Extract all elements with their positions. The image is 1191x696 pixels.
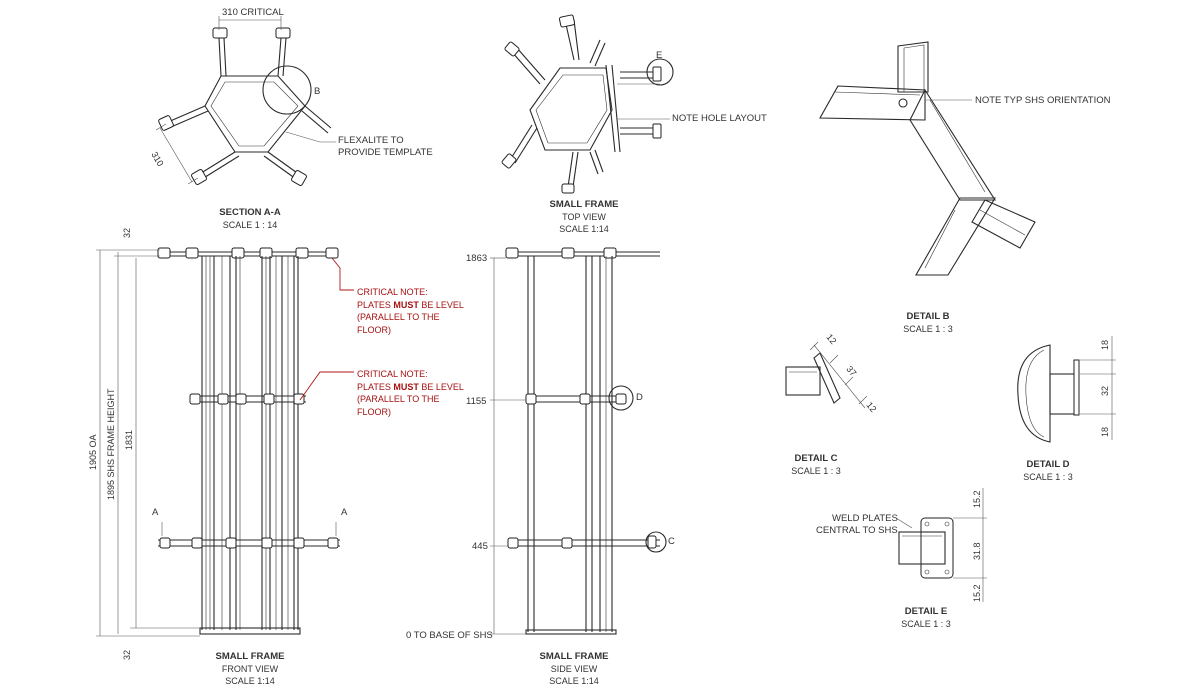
critical-note-top: CRITICAL NOTE: PLATES MUST BE LEVEL (PAR… (357, 286, 464, 336)
detail-e-tag: E (656, 50, 663, 61)
top-offset-label: 32 (122, 227, 132, 238)
front-view-subtitle: FRONT VIEW (221, 664, 279, 674)
detail-e-title: DETAIL E (904, 606, 948, 617)
detail-e-dim-mid: 31.8 (972, 542, 982, 560)
critical-dimension-label: 310 CRITICAL (222, 7, 284, 18)
top-view-scale: SCALE 1:14 (559, 224, 609, 234)
section-aa-scale: SCALE 1 : 14 (222, 220, 278, 230)
detail-b-caption: DETAIL B SCALE 1 : 3 (878, 310, 978, 335)
detail-d-tag: D (636, 392, 643, 403)
detail-b-title: DETAIL B (906, 311, 950, 322)
detail-d-scale: SCALE 1 : 3 (1023, 472, 1073, 482)
detail-e-dim-bot: 15.2 (972, 584, 982, 602)
detail-c-tag: C (668, 536, 675, 547)
section-aa-caption: SECTION A-A SCALE 1 : 14 (200, 206, 300, 231)
detail-d-dim-bot: 18 (1100, 426, 1110, 437)
detail-c-caption: DETAIL C SCALE 1 : 3 (766, 452, 866, 477)
critical-note-mid-line4: FLOOR) (357, 406, 392, 417)
weld-plates-note-line1: WELD PLATES (832, 513, 898, 524)
critical-note-mid-post: BE LEVEL (418, 381, 464, 392)
section-aa-title: SECTION A-A (219, 207, 281, 218)
critical-note-leaders (299, 257, 354, 401)
detail-c-drawing (785, 341, 868, 409)
top-view-caption: SMALL FRAME TOP VIEW SCALE 1:14 (524, 198, 644, 235)
frame-height-label: 1895 SHS FRAME HEIGHT (106, 388, 116, 500)
overall-height-label: 1905 OA (88, 434, 98, 470)
side-level-1863: 1863 (466, 253, 488, 264)
critical-note-mid-line1: CRITICAL NOTE: (357, 369, 428, 379)
detail-e-dim-top: 15.2 (972, 490, 982, 508)
detail-e-caption: DETAIL E SCALE 1 : 3 (876, 605, 976, 630)
critical-note-top-line2: PLATES MUST BE LEVEL (357, 299, 464, 312)
top-view-title: SMALL FRAME (549, 199, 619, 210)
side-view-title: SMALL FRAME (539, 651, 609, 662)
detail-d-dim-top: 18 (1100, 339, 1110, 350)
detail-b-scale: SCALE 1 : 3 (903, 324, 953, 334)
side-level-base: 0 TO BASE OF SHS (406, 630, 493, 641)
detail-b-tag: B (314, 86, 321, 97)
detail-d-drawing (1017, 336, 1116, 443)
shs-orientation-note: NOTE TYP SHS ORIENTATION (975, 95, 1111, 106)
critical-note-top-post: BE LEVEL (418, 299, 464, 310)
critical-note-mid-line2: PLATES MUST BE LEVEL (357, 381, 464, 394)
critical-note-top-line4: FLOOR) (357, 324, 392, 335)
weld-plates-note-line2: CENTRAL TO SHS (816, 525, 898, 536)
detail-c-title: DETAIL C (794, 453, 838, 464)
side-view-scale: SCALE 1:14 (549, 676, 599, 686)
detail-d-caption: DETAIL D SCALE 1 : 3 (998, 458, 1098, 483)
top-view-drawing (501, 14, 674, 194)
front-view-scale: SCALE 1:14 (225, 676, 275, 686)
critical-note-mid: CRITICAL NOTE: PLATES MUST BE LEVEL (PAR… (357, 368, 464, 418)
detail-e-scale: SCALE 1 : 3 (901, 619, 951, 629)
critical-note-top-line3: (PARALLEL TO THE (357, 312, 440, 322)
critical-note-mid-must: MUST (393, 381, 419, 392)
side-view-subtitle: SIDE VIEW (550, 664, 598, 674)
side-level-1155: 1155 (466, 396, 487, 407)
detail-c-scale: SCALE 1 : 3 (791, 466, 841, 476)
section-mark-right: A (341, 507, 348, 518)
side-view-drawing (490, 247, 667, 635)
flexalite-note-line1: FLEXALITE TO (338, 135, 404, 146)
side-view-caption: SMALL FRAME SIDE VIEW SCALE 1:14 (514, 650, 634, 687)
front-view-caption: SMALL FRAME FRONT VIEW SCALE 1:14 (190, 650, 310, 687)
hole-layout-note: NOTE HOLE LAYOUT (672, 113, 767, 124)
side-level-445: 445 (472, 541, 488, 552)
inner-height-label: 1831 (124, 429, 134, 450)
front-view-drawing (96, 247, 340, 637)
critical-note-mid-pre: PLATES (357, 381, 394, 392)
critical-note-top-must: MUST (393, 299, 419, 310)
detail-d-dim-mid: 32 (1100, 385, 1110, 396)
detail-e-drawing (895, 488, 987, 602)
critical-note-top-pre: PLATES (357, 299, 394, 310)
top-view-subtitle: TOP VIEW (562, 212, 606, 222)
front-view-title: SMALL FRAME (215, 651, 285, 662)
flexalite-note-line2: PROVIDE TEMPLATE (338, 147, 433, 158)
detail-b-drawing (819, 41, 1036, 276)
section-aa-drawing (155, 16, 336, 186)
section-mark-left: A (152, 507, 159, 518)
bottom-offset-label: 32 (122, 649, 132, 660)
critical-note-mid-line3: (PARALLEL TO THE (357, 394, 440, 404)
critical-note-top-line1: CRITICAL NOTE: (357, 287, 428, 297)
detail-d-title: DETAIL D (1026, 459, 1070, 470)
